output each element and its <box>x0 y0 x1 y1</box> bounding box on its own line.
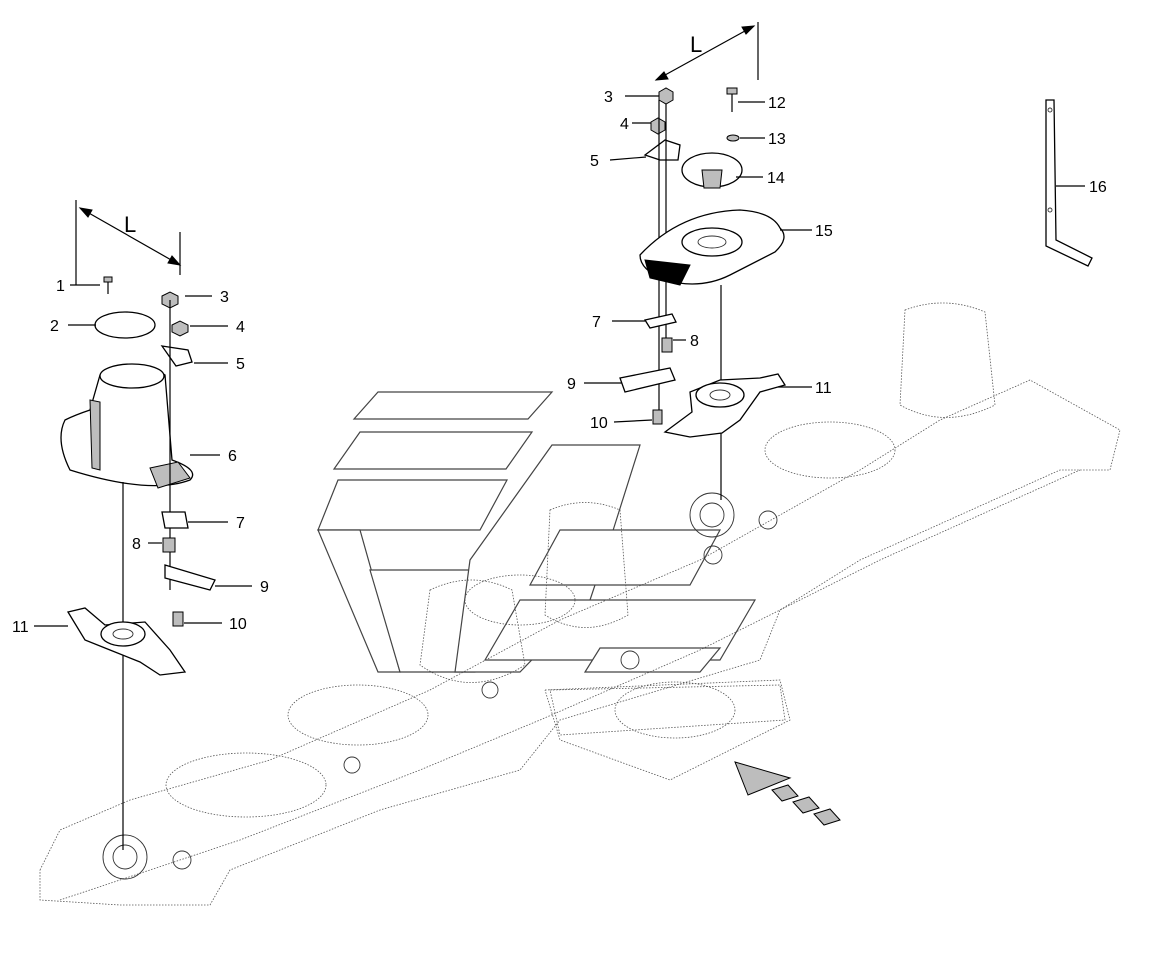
callout-right-16: 16 <box>1089 179 1107 196</box>
callout-right-15: 15 <box>815 223 833 240</box>
callout-left-5: 5 <box>236 356 245 373</box>
right-callouts: 3 4 5 12 13 14 15 7 8 9 10 11 16 <box>567 89 1107 432</box>
dimension-label-right: L <box>690 32 702 57</box>
callout-left-2: 2 <box>50 318 59 335</box>
callout-right-4: 4 <box>620 116 629 133</box>
callout-right-8: 8 <box>690 333 699 350</box>
callout-left-10: 10 <box>229 616 247 633</box>
direction-arrow <box>734 761 841 826</box>
callout-left-7: 7 <box>236 515 245 532</box>
callout-right-3: 3 <box>604 89 613 106</box>
right-callout-leaders <box>584 95 1085 423</box>
callout-right-14: 14 <box>767 170 785 187</box>
callout-right-10: 10 <box>590 415 608 432</box>
left-callouts: 1 2 3 4 5 6 7 8 9 10 11 <box>12 278 269 636</box>
cutter-bar <box>39 302 1121 906</box>
left-callout-leaders <box>34 284 252 627</box>
callout-left-8: 8 <box>132 536 141 553</box>
callout-left-9: 9 <box>260 579 269 596</box>
right-assembly: L <box>619 22 1093 500</box>
left-assembly: L <box>60 200 216 850</box>
callout-right-12: 12 <box>768 95 786 112</box>
callout-right-13: 13 <box>768 131 786 148</box>
callout-right-5: 5 <box>590 153 599 170</box>
callout-left-11: 11 <box>12 619 29 636</box>
callout-right-7: 7 <box>592 314 601 331</box>
dimension-label-left: L <box>124 212 136 237</box>
callout-left-4: 4 <box>236 319 245 336</box>
callout-right-9: 9 <box>567 376 576 393</box>
callout-left-6: 6 <box>228 448 237 465</box>
callout-right-11: 11 <box>815 380 832 397</box>
callout-left-1: 1 <box>56 278 65 295</box>
callout-left-3: 3 <box>220 289 229 306</box>
